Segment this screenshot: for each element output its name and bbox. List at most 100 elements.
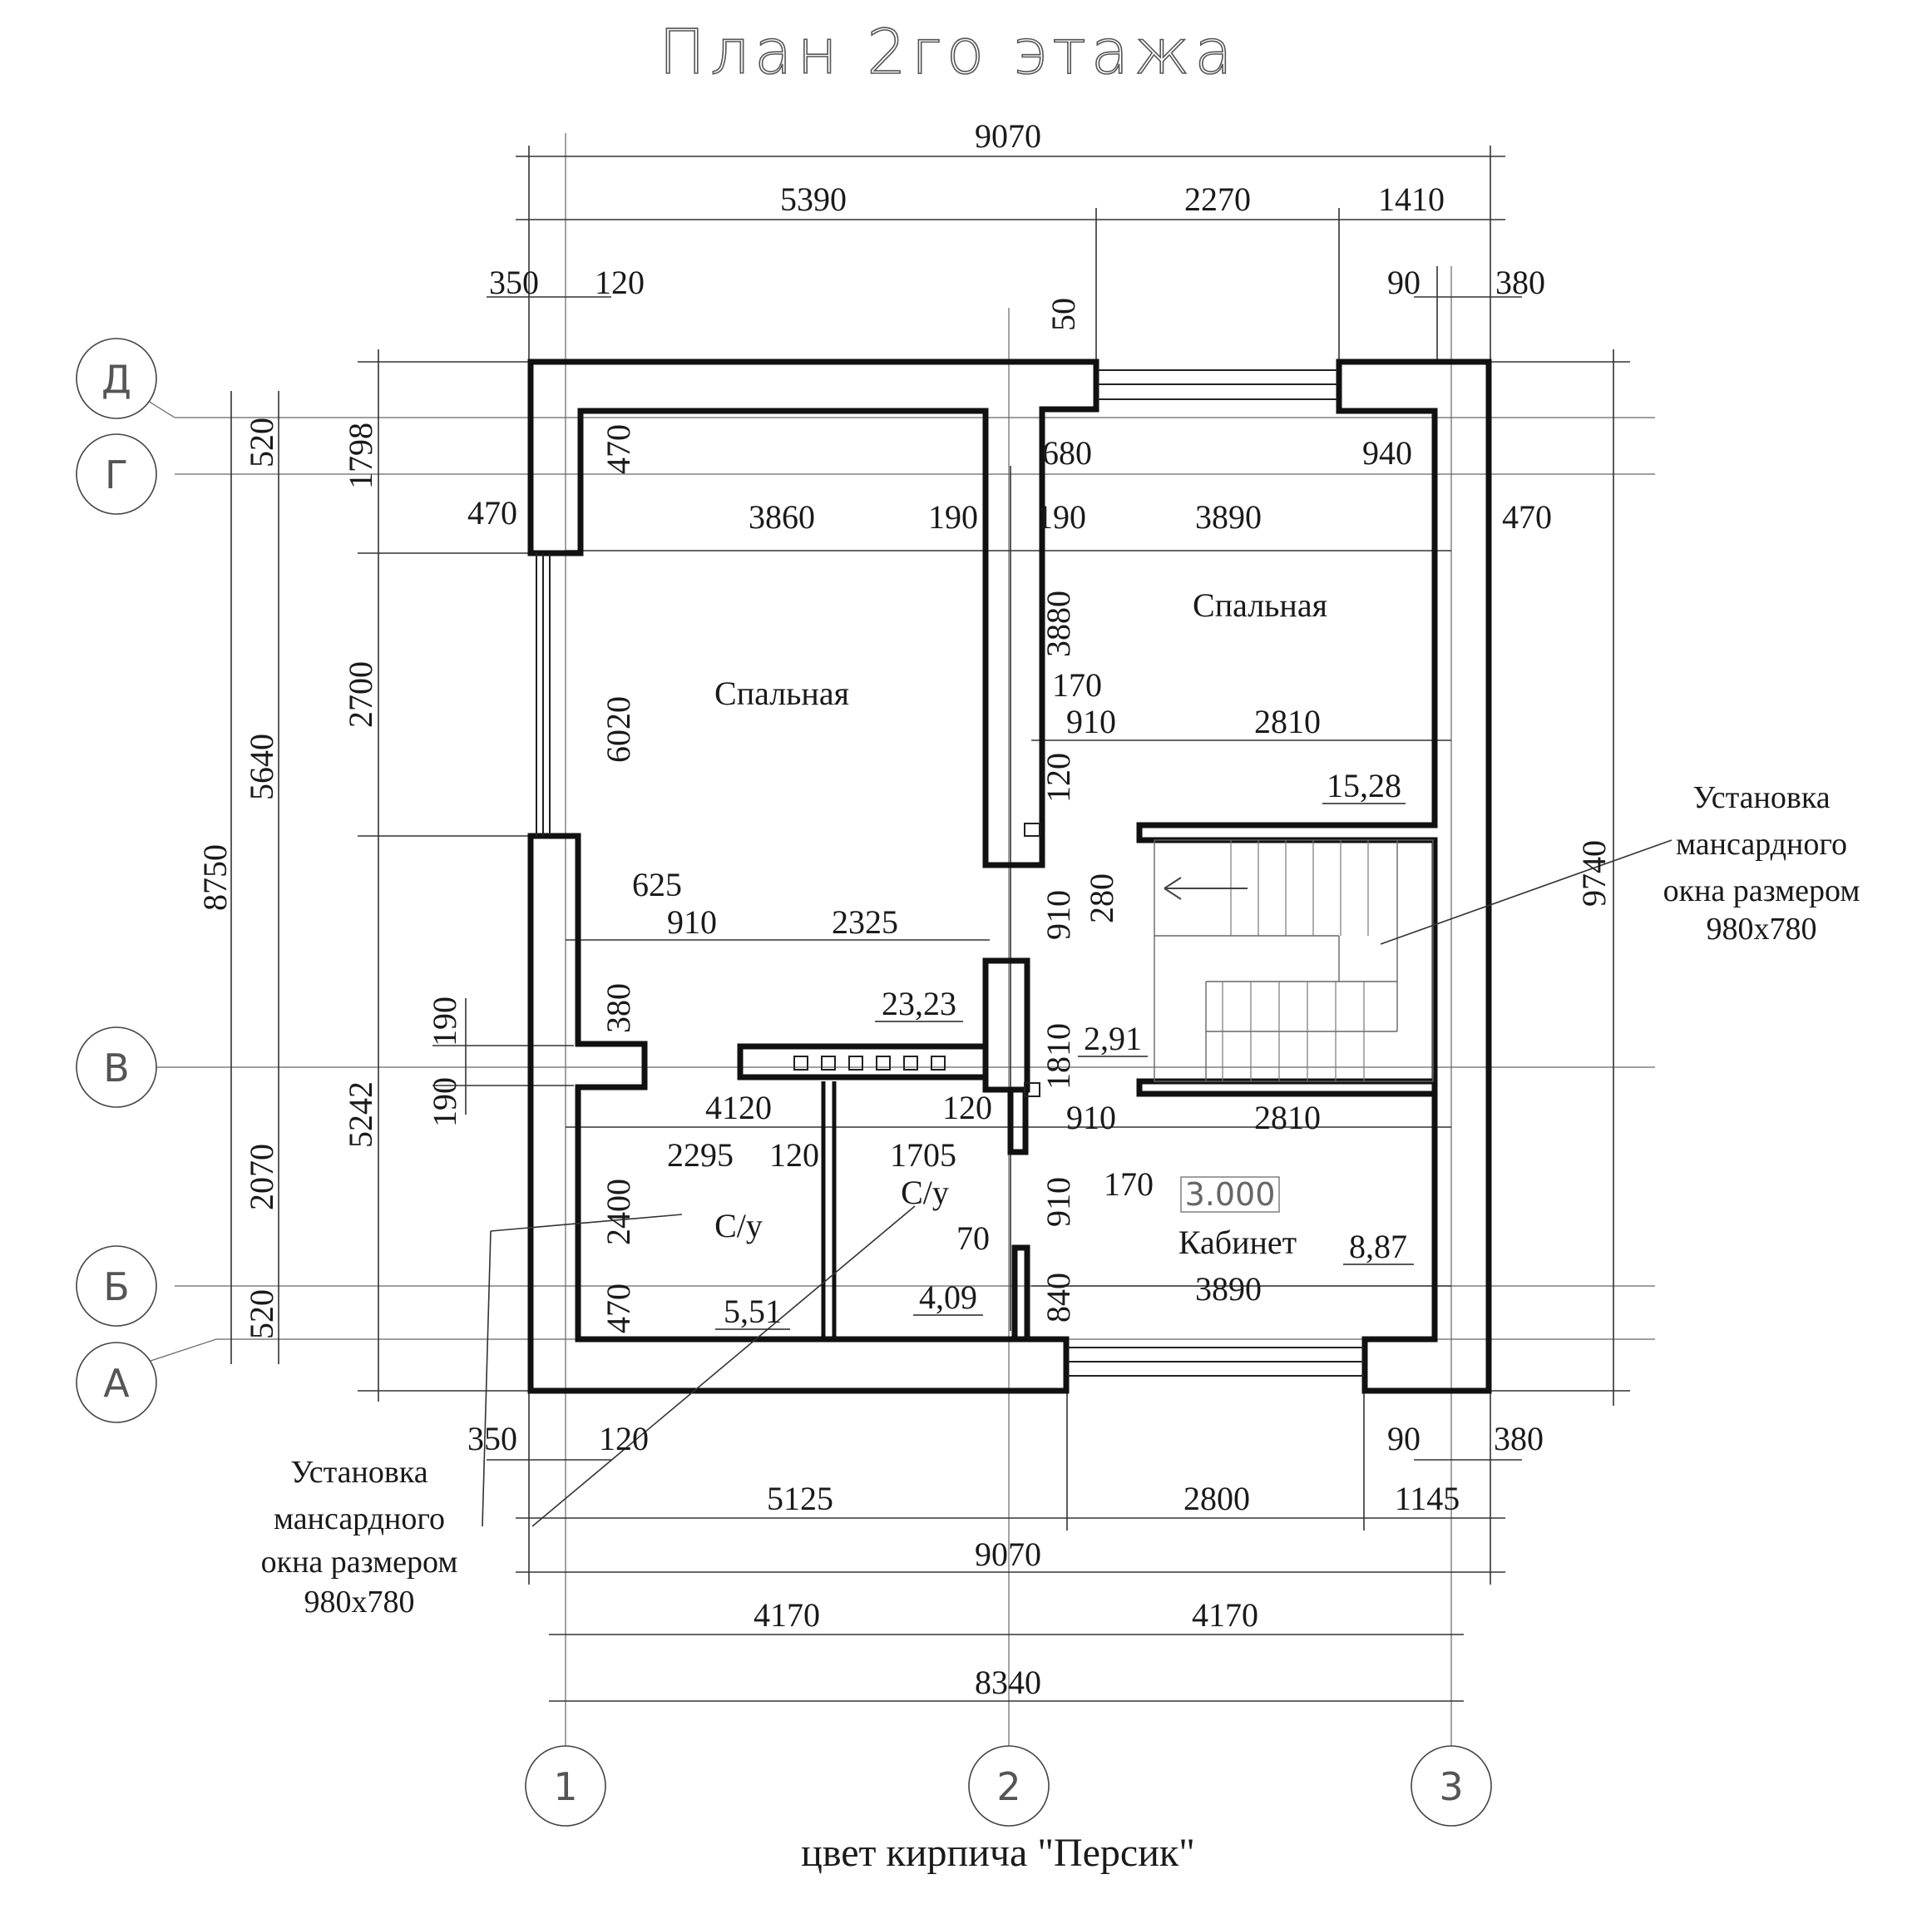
note-left-line-3: окна размером: [261, 1545, 458, 1580]
dim-470-bottom-vertical: 470: [600, 1283, 637, 1333]
dim-1705: 1705: [890, 1136, 956, 1174]
room-area-office: 8,87: [1349, 1228, 1407, 1265]
dim-910-a: 910: [1066, 703, 1116, 740]
axis-label-col-3: 3: [1439, 1764, 1463, 1809]
room-labels: Спальная Спальная 15,28 23,23 2,91 С/у 5…: [714, 586, 1414, 1330]
dim-3860: 3860: [749, 498, 815, 536]
note-left-line-2: мансардного: [274, 1501, 445, 1536]
interior-dimensions: 470 470 470 3860 190 190 3890 680 940 60…: [467, 424, 1552, 1333]
dim-bottom-1145: 1145: [1395, 1480, 1460, 1517]
dim-bottom-350: 350: [467, 1420, 517, 1457]
dim-top-350: 350: [489, 264, 539, 301]
room-area-stair: 2,91: [1084, 1020, 1142, 1057]
dim-910-vertical-a: 910: [1040, 890, 1077, 940]
dim-bottom-120: 120: [599, 1420, 649, 1457]
dim-left-5242: 5242: [342, 1081, 379, 1148]
axis-label-col-1: 1: [553, 1764, 577, 1809]
dim-625: 625: [632, 866, 682, 903]
dimension-lines: [230, 146, 1630, 1702]
axis-label-col-2: 2: [996, 1764, 1020, 1809]
room-area-bedroom-left: 23,23: [882, 985, 956, 1022]
dim-axis-4170-left: 4170: [754, 1596, 820, 1634]
level-mark: 3.000: [1185, 1176, 1276, 1213]
dim-bottom-90: 90: [1387, 1420, 1421, 1457]
dim-left-1798: 1798: [342, 423, 379, 489]
dim-left-2070: 2070: [243, 1144, 280, 1210]
axis-label-row-v: В: [103, 1046, 130, 1091]
staircase: [1154, 839, 1434, 1082]
plan-title: План 2го этажа: [659, 17, 1238, 88]
note-left-line-4: 980х780: [304, 1585, 415, 1620]
room-label-office: Кабинет: [1178, 1224, 1297, 1261]
dim-top-90: 90: [1387, 264, 1421, 301]
ventilation-ducts: [793, 1056, 946, 1071]
dim-190-a: 190: [928, 498, 978, 536]
axis-label-row-a: А: [103, 1361, 130, 1406]
dim-top-1410: 1410: [1378, 181, 1445, 218]
note-right-line-2: мансардного: [1676, 827, 1847, 862]
dim-axis-total: 8340: [975, 1664, 1041, 1701]
dim-bottom-total: 9070: [975, 1536, 1041, 1573]
dim-3880: 3880: [1040, 591, 1077, 657]
dim-470-top-vertical: 470: [600, 424, 637, 474]
dim-170-top: 170: [1052, 666, 1102, 704]
dim-380: 380: [600, 983, 637, 1033]
dim-840: 840: [1040, 1273, 1077, 1323]
dim-1810: 1810: [1040, 1023, 1077, 1090]
dim-120-vertical: 120: [1040, 753, 1077, 803]
dim-top-50: 50: [1045, 298, 1082, 331]
dim-470-left: 470: [467, 494, 517, 532]
dim-70: 70: [956, 1219, 990, 1257]
dim-top-total: 9070: [975, 117, 1041, 155]
dim-top-5390: 5390: [780, 181, 847, 218]
room-label-bedroom-left: Спальная: [714, 675, 849, 712]
leader-lines: [482, 839, 1673, 1527]
axis-label-row-d: Д: [101, 357, 131, 402]
dim-bottom-5125: 5125: [767, 1480, 833, 1517]
dim-4120: 4120: [705, 1089, 772, 1126]
roof-window-note-right: Установка мансардного окна размером 980х…: [1663, 780, 1860, 947]
dim-axis-4170-right: 4170: [1192, 1596, 1258, 1634]
note-right-line-4: 980х780: [1707, 912, 1817, 947]
exterior-dimensions: 9070 5390 2270 1410 350 120 90 380 50 35…: [196, 117, 1613, 1701]
dim-bottom-380: 380: [1494, 1420, 1544, 1457]
dim-bottom-2800: 2800: [1183, 1480, 1250, 1517]
row-axis-markers: Д Г В Б А: [76, 338, 217, 1423]
dim-910-c: 910: [1066, 1099, 1116, 1136]
dim-left-8750: 8750: [196, 844, 234, 911]
dim-2810-a: 2810: [1254, 703, 1321, 740]
axis-label-row-b: Б: [103, 1264, 130, 1309]
dim-470-right: 470: [1502, 498, 1552, 536]
note-right-line-1: Установка: [1692, 780, 1830, 815]
dim-left-190-bottom: 190: [426, 1077, 463, 1127]
dim-170-bottom: 170: [1104, 1165, 1154, 1203]
dim-680: 680: [1042, 434, 1092, 472]
dim-910-b: 910: [667, 903, 717, 941]
dim-left-2700: 2700: [342, 661, 379, 728]
dim-top-2270: 2270: [1184, 181, 1251, 218]
column-axis-markers: 1 2 3: [525, 1745, 1492, 1827]
dim-3890-bottom: 3890: [1195, 1270, 1262, 1308]
dim-120-c: 120: [769, 1136, 819, 1174]
walls: [527, 359, 1492, 1394]
dim-left-520-bottom: 520: [243, 1289, 280, 1339]
note-right-line-3: окна размером: [1663, 873, 1860, 908]
dim-280: 280: [1083, 873, 1120, 923]
brick-color-caption: цвет кирпича "Персик": [801, 1831, 1195, 1875]
dim-2295: 2295: [667, 1136, 734, 1174]
dim-3890-top: 3890: [1195, 498, 1262, 536]
dim-190-b: 190: [1036, 498, 1086, 536]
dim-left-190-top: 190: [426, 997, 463, 1046]
dim-2325: 2325: [832, 903, 898, 941]
dim-right-9740: 9740: [1575, 840, 1613, 907]
dim-left-520-top: 520: [243, 418, 280, 467]
dim-2810-b: 2810: [1254, 1099, 1321, 1136]
axis-label-row-g: Г: [105, 453, 128, 497]
note-left-line-1: Установка: [290, 1455, 427, 1490]
dim-120-horizontal: 120: [942, 1089, 992, 1126]
room-area-bedroom-right: 15,28: [1327, 767, 1401, 804]
dim-6020: 6020: [600, 696, 637, 763]
windows: [536, 369, 1364, 1377]
dim-940: 940: [1362, 434, 1412, 472]
